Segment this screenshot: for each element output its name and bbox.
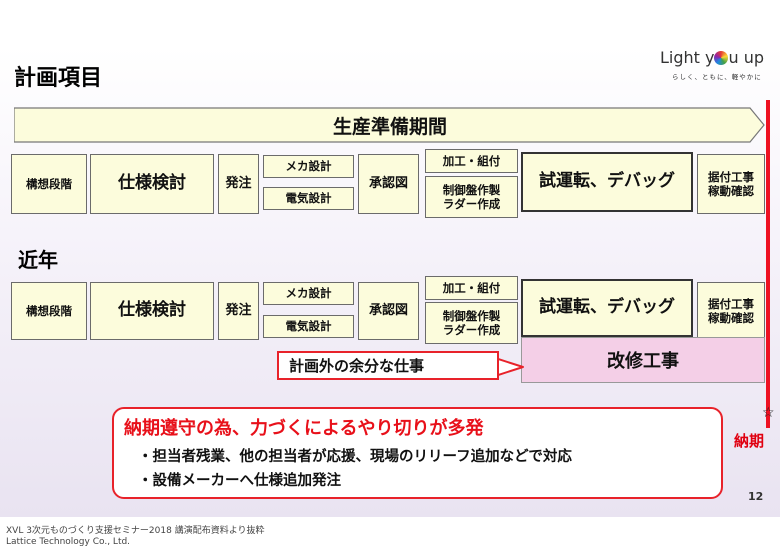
elec-design-box: 電気設計: [263, 187, 354, 210]
footer-source: XVL 3次元ものづくり支援セミナー2018 講演配布資料より抜粋: [6, 526, 265, 536]
spec-box: 仕様検討: [90, 154, 214, 214]
note-box: 納期遵守の為、力づくによるやり切りが多発 ・担当者残業、他の担当者が応援、現場の…: [112, 407, 723, 499]
recent-order-box: 発注: [218, 282, 259, 340]
concept-box: 構想段階: [11, 154, 87, 214]
recent-approval-box: 承認図: [358, 282, 419, 340]
rework-box: 改修工事: [521, 337, 765, 383]
logo-text-end: u up: [728, 48, 765, 67]
recent-panel-line1: 制御盤作製: [442, 308, 501, 323]
install-box: 据付工事 稼動確認: [697, 154, 765, 214]
logo-circle-icon: [714, 51, 729, 65]
panel-box: 制御盤作製 ラダー作成: [425, 176, 518, 218]
period-label: 生産準備期間: [333, 115, 447, 138]
recent-panel-line2: ラダー作成: [442, 323, 501, 337]
panel-line1: 制御盤作製: [442, 182, 501, 197]
recent-install-line2: 稼動確認: [708, 311, 754, 325]
callout-unplanned-work: 計画外の余分な仕事: [277, 351, 499, 380]
install-line2: 稼動確認: [708, 184, 754, 198]
trial-box: 試運転、デバッグ: [521, 152, 693, 212]
panel-line2: ラダー作成: [442, 197, 501, 211]
footer-company: Lattice Technology Co., Ltd.: [6, 537, 131, 547]
recent-mech-design-box: メカ設計: [263, 282, 354, 305]
recent-heading: 近年: [18, 248, 58, 272]
deadline-label: 納期: [734, 432, 765, 450]
callout-pointer: [495, 357, 524, 377]
recent-elec-design-box: 電気設計: [263, 315, 354, 338]
recent-concept-box: 構想段階: [11, 282, 87, 340]
logo-tagline: らしく、ともに、軽やかに: [672, 73, 762, 81]
recent-install-box: 据付工事 稼動確認: [697, 282, 765, 340]
page-title: 計画項目: [14, 66, 103, 91]
order-box: 発注: [218, 154, 259, 214]
note-line-1: ・担当者残業、他の担当者が応援、現場のリリーフ追加などで対応: [138, 449, 572, 465]
install-line1: 据付工事: [708, 169, 754, 184]
recent-panel-box: 制御盤作製 ラダー作成: [425, 302, 518, 344]
mech-design-box: メカ設計: [263, 155, 354, 178]
recent-trial-box: 試運転、デバッグ: [521, 279, 693, 337]
logo-text-start: Light y: [660, 48, 715, 67]
machining-box: 加工・組付: [425, 149, 518, 173]
recent-spec-box: 仕様検討: [90, 282, 214, 340]
production-period-arrow: 生産準備期間: [14, 107, 765, 143]
deadline-line: [766, 100, 770, 428]
page-number: 12: [748, 490, 764, 503]
star-icon: ☆: [762, 405, 775, 421]
recent-install-line1: 据付工事: [708, 296, 754, 311]
logo: Light y u up: [660, 48, 764, 67]
recent-machining-box: 加工・組付: [425, 276, 518, 300]
approval-box: 承認図: [358, 154, 419, 214]
note-headline: 納期遵守の為、力づくによるやり切りが多発: [124, 418, 484, 439]
note-line-2: ・設備メーカーへ仕様追加発注: [138, 473, 341, 489]
